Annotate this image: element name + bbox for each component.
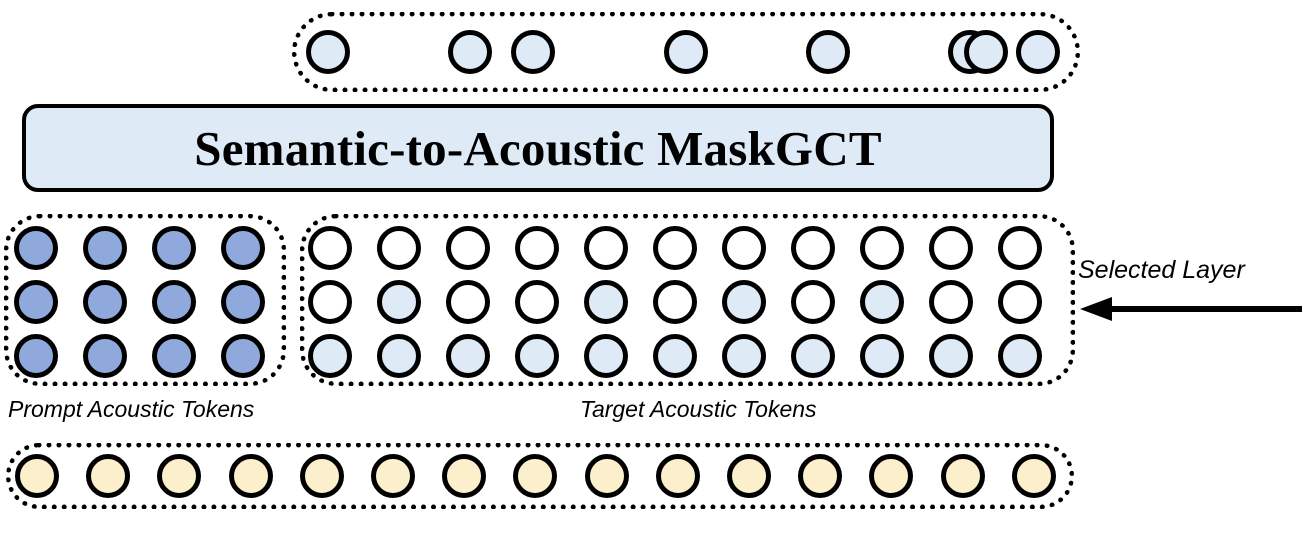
target-acoustic-token xyxy=(515,280,559,324)
target-acoustic-token xyxy=(860,280,904,324)
semantic-token xyxy=(511,30,555,74)
prompt-acoustic-token xyxy=(14,334,58,378)
semantic-condition-token xyxy=(656,454,700,498)
prompt-tokens-container xyxy=(4,214,286,386)
target-acoustic-token xyxy=(722,226,766,270)
target-acoustic-token xyxy=(308,334,352,378)
prompt-acoustic-token xyxy=(221,334,265,378)
prompt-acoustic-token xyxy=(221,280,265,324)
target-acoustic-token xyxy=(377,226,421,270)
semantic-condition-token xyxy=(513,454,557,498)
selected-layer-arrow xyxy=(1080,297,1302,321)
semantic-condition-token xyxy=(941,454,985,498)
semantic-token xyxy=(306,30,350,74)
target-acoustic-token xyxy=(377,280,421,324)
prompt-acoustic-token xyxy=(14,226,58,270)
semantic-condition-token xyxy=(798,454,842,498)
semantic-condition-token xyxy=(727,454,771,498)
prompt-acoustic-token xyxy=(83,226,127,270)
target-acoustic-token xyxy=(929,226,973,270)
prompt-acoustic-token xyxy=(83,334,127,378)
selected-layer-label: Selected Layer xyxy=(1078,256,1245,284)
model-title: Semantic-to-Acoustic MaskGCT xyxy=(194,120,882,176)
semantic-condition-token xyxy=(442,454,486,498)
target-acoustic-token xyxy=(515,334,559,378)
target-acoustic-token xyxy=(584,226,628,270)
model-block: Semantic-to-Acoustic MaskGCT xyxy=(22,104,1054,192)
target-acoustic-token xyxy=(377,334,421,378)
target-acoustic-token xyxy=(860,334,904,378)
semantic-condition-token xyxy=(157,454,201,498)
prompt-acoustic-token xyxy=(14,280,58,324)
target-tokens-container xyxy=(300,214,1075,386)
target-acoustic-token xyxy=(653,280,697,324)
target-acoustic-token xyxy=(584,334,628,378)
semantic-token xyxy=(664,30,708,74)
semantic-condition-token xyxy=(86,454,130,498)
semantic-token xyxy=(806,30,850,74)
target-acoustic-token xyxy=(308,280,352,324)
prompt-acoustic-token xyxy=(83,280,127,324)
target-acoustic-token xyxy=(446,280,490,324)
target-acoustic-token xyxy=(653,226,697,270)
semantic-token xyxy=(448,30,492,74)
semantic-condition-token xyxy=(869,454,913,498)
target-acoustic-token xyxy=(446,226,490,270)
semantic-tokens-container xyxy=(292,12,1080,92)
target-acoustic-token xyxy=(584,280,628,324)
prompt-acoustic-token xyxy=(221,226,265,270)
target-acoustic-token xyxy=(308,226,352,270)
bottom-tokens-container xyxy=(6,443,1074,509)
semantic-condition-token xyxy=(371,454,415,498)
semantic-condition-token xyxy=(585,454,629,498)
target-acoustic-token xyxy=(998,226,1042,270)
semantic-condition-token xyxy=(15,454,59,498)
semantic-condition-token xyxy=(300,454,344,498)
semantic-token xyxy=(964,30,1008,74)
semantic-condition-token xyxy=(229,454,273,498)
target-acoustic-token xyxy=(998,334,1042,378)
target-acoustic-token xyxy=(791,226,835,270)
target-acoustic-token xyxy=(722,280,766,324)
prompt-acoustic-token xyxy=(152,280,196,324)
target-acoustic-token xyxy=(515,226,559,270)
semantic-token xyxy=(1016,30,1060,74)
prompt-acoustic-token xyxy=(152,226,196,270)
target-acoustic-token xyxy=(791,334,835,378)
target-acoustic-token xyxy=(653,334,697,378)
prompt-tokens-label: Prompt Acoustic Tokens xyxy=(8,396,255,422)
prompt-acoustic-token xyxy=(152,334,196,378)
semantic-condition-token xyxy=(1012,454,1056,498)
target-acoustic-token xyxy=(446,334,490,378)
target-acoustic-token xyxy=(860,226,904,270)
target-acoustic-token xyxy=(791,280,835,324)
target-acoustic-token xyxy=(998,280,1042,324)
target-tokens-label: Target Acoustic Tokens xyxy=(580,396,817,422)
target-acoustic-token xyxy=(929,280,973,324)
target-acoustic-token xyxy=(722,334,766,378)
target-acoustic-token xyxy=(929,334,973,378)
